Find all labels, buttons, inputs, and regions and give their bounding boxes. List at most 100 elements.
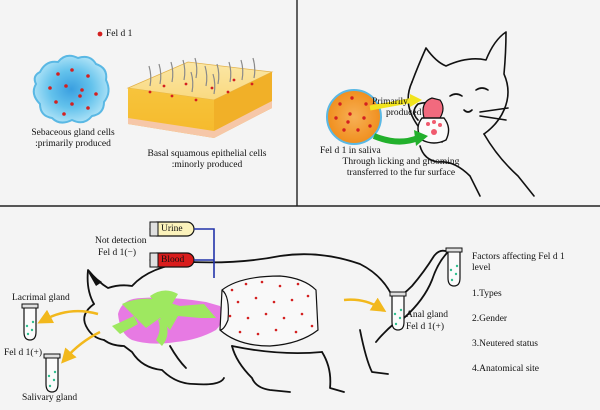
fel-d1-dot [148, 90, 152, 94]
fel-d1-dot [170, 94, 174, 98]
anal-gland-label: Anal gland [406, 310, 448, 320]
anal-gland-tube [389, 291, 407, 331]
fel-d1-dot [86, 74, 90, 78]
factor-item: 2.Gender [472, 314, 508, 324]
fel-d1-dot [264, 312, 268, 316]
sample-connector [194, 228, 215, 278]
fel-d1-dot [350, 96, 354, 100]
fel-d1-dot [362, 116, 366, 120]
hair-strand [240, 59, 244, 81]
hair-strand [212, 73, 216, 95]
fel-d1-dot [294, 330, 298, 334]
blood-label: Blood [161, 255, 185, 265]
arrow-to-anal-gland [343, 297, 387, 312]
factor-item: 4.Anatomical site [472, 364, 540, 374]
fel-d1-dot [356, 128, 360, 132]
salivary-tube [43, 353, 61, 393]
fel-d1-dot [56, 72, 60, 76]
fel-d1-dot [232, 78, 236, 82]
primarily-produced-label: Primarily produced [372, 97, 421, 119]
fel-d1-dot [300, 312, 304, 316]
sample-dot [455, 264, 459, 268]
not-detection-label: Not detection [95, 236, 147, 246]
fel-d1-dot [226, 90, 230, 94]
primarily-produced-arrow [369, 97, 415, 111]
fel-d1-dot [94, 92, 98, 96]
hair-strand [190, 71, 194, 93]
fel-d1-dot [244, 282, 248, 286]
fel-d1-dot [290, 298, 294, 302]
fel-d1-dot [260, 280, 264, 284]
fel-d1-dot [184, 82, 188, 86]
saliva-droplet [326, 89, 382, 145]
sample-dot [31, 320, 35, 324]
fel-d1-dot [254, 296, 258, 300]
fel-d1-dot [272, 300, 276, 304]
primarily-line-1: Primarily [372, 97, 408, 107]
fel-d1-dot [346, 120, 350, 124]
fel-d1-dot [256, 332, 260, 336]
factors-title-line-2: level [472, 263, 491, 273]
fel-d1-dot [80, 88, 84, 92]
cat-body-outline [83, 249, 449, 393]
hair-strand [204, 65, 208, 87]
sample-dot [398, 316, 402, 320]
hair-strand [158, 63, 162, 85]
sample-dot [454, 272, 458, 276]
fel-d1-dot [306, 294, 310, 298]
fel-d1-dot [296, 282, 300, 286]
fel-d1-dot [64, 84, 68, 88]
transfer-line-1: Through licking and grooming [342, 157, 460, 167]
fel-d1-dot [236, 300, 240, 304]
fel-d1-dot [194, 98, 198, 102]
fel-d1-legend-label: Fel d 1 [106, 29, 133, 39]
lacrimal-gland-label: Lacrimal gland [12, 293, 70, 303]
transfer-caption: Through licking and grooming transferred… [330, 157, 472, 179]
fel-d1-dot [230, 288, 234, 292]
primarily-produced-arrowhead [410, 94, 422, 107]
grooming-arrowhead [414, 130, 428, 146]
hair-strand [182, 59, 186, 81]
basal-title: Basal squamous epithelial cells [147, 149, 267, 159]
sebaceous-gland-cell [32, 54, 110, 124]
fel-d1-legend-dot [97, 31, 103, 37]
hair-strand [194, 57, 198, 79]
basal-epithelium-block [126, 57, 274, 138]
fel-d1-dot [310, 324, 314, 328]
cat-ear [88, 272, 102, 286]
fel-d1-dot [228, 314, 232, 318]
urine-label: Urine [161, 224, 183, 234]
sample-dot [394, 322, 398, 326]
fel-d1-dot [86, 106, 90, 110]
factors-title-line-1: Factors affecting Fel d 1 [472, 252, 565, 262]
sample-dot [26, 332, 30, 336]
fel-d1-dot [70, 102, 74, 106]
fel-d1-dot [278, 284, 282, 288]
fel-d1-dot [70, 68, 74, 72]
sebaceous-caption: Sebaceous gland cells :primarily produce… [20, 128, 126, 150]
fel-d1-negative-label: Fel d 1(−) [98, 248, 137, 258]
hair-strand [170, 61, 174, 83]
sample-dot [52, 378, 56, 382]
fel-d1-dot [338, 102, 342, 106]
sample-dot [449, 268, 453, 272]
saliva-label: Fel d 1 in saliva [320, 146, 381, 156]
factors-tube [445, 247, 463, 287]
fel-d1-dot [274, 328, 278, 332]
panel-borders [0, 0, 600, 207]
hair-strand [228, 61, 232, 83]
grooming-transfer-arrow [372, 133, 420, 145]
fel-d1-dot [250, 82, 254, 86]
fel-d1-dot [48, 86, 52, 90]
fel-d1-dot [238, 330, 242, 334]
factor-item: 1.Types [472, 289, 502, 299]
fel-d1-dot [334, 116, 338, 120]
fel-d1-dot [162, 84, 166, 88]
sample-dot [393, 312, 397, 316]
fel-d1-positive-right-label: Fel d 1(+) [406, 322, 445, 332]
fel-d1-dot [246, 316, 250, 320]
sample-dot [25, 324, 29, 328]
sebaceous-subtitle: :primarily produced [35, 139, 111, 149]
fel-d1-dot [364, 102, 368, 106]
factors-title: Factors affecting Fel d 1 level [472, 252, 565, 274]
